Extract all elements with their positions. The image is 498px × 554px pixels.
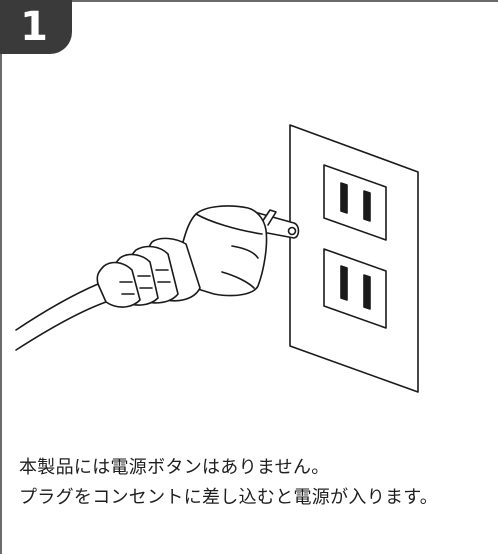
step-badge: 1 [0, 0, 72, 54]
caption-line-1: 本製品には電源ボタンはありません。 [19, 457, 330, 478]
left-border [0, 0, 2, 554]
power-cable [15, 283, 99, 331]
caption-line-2: プラグをコンセントに差し込むと電源が入ります。 [19, 487, 439, 508]
instruction-caption: 本製品には電源ボタンはありません。 プラグをコンセントに差し込むと電源が入ります… [19, 453, 497, 513]
power-plug-into-wall-outlet-icon [15, 124, 419, 393]
plug-prong-lower [261, 209, 277, 226]
step-number: 1 [20, 4, 48, 50]
outlet-plate [289, 124, 419, 393]
top-border [0, 0, 498, 2]
